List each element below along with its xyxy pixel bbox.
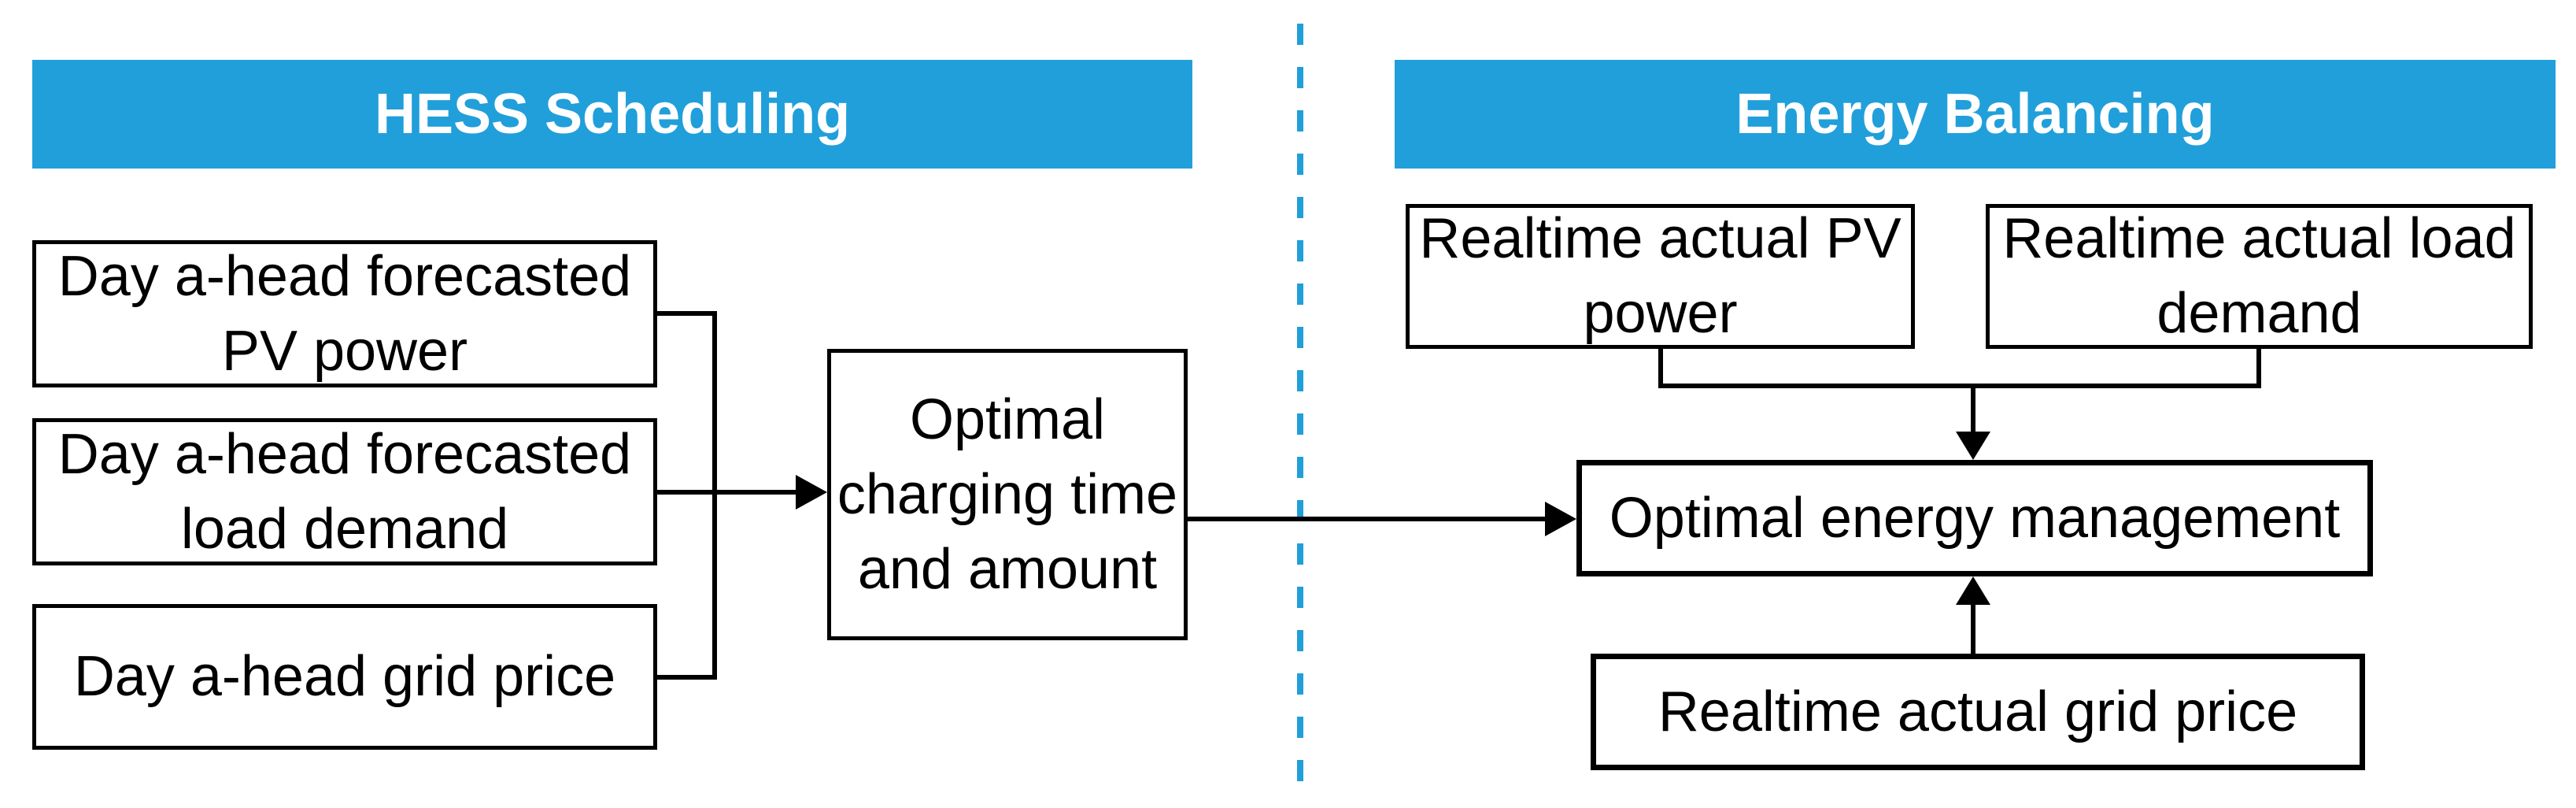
connector-realtime-load-down <box>2256 349 2261 388</box>
hess-scheduling-header: HESS Scheduling <box>32 60 1192 169</box>
box-label-line: load demand <box>180 497 509 561</box>
box-label-line: Optimal energy management <box>1609 486 2341 550</box>
box-label-line: Realtime actual grid price <box>1658 680 2298 743</box>
connector-realtime-pv-down <box>1658 349 1663 388</box>
connector-grid-price-up <box>1971 605 1975 654</box>
box-label-line: demand <box>2157 282 2362 345</box>
box-realtime-actual-grid-price: Realtime actual grid price <box>1591 654 2365 770</box>
box-optimal-charging-time-and-amount: Optimal charging time and amount <box>827 349 1188 640</box>
box-optimal-energy-management: Optimal energy management <box>1576 460 2373 576</box>
box-label-line: Day a-head forecasted <box>57 422 632 486</box>
arrowhead-into-energy-management-left <box>1545 502 1576 536</box>
energy-balancing-header-label: Energy Balancing <box>1735 83 2215 146</box>
energy-balancing-header: Energy Balancing <box>1395 60 2556 169</box>
box-label-line: Day a-head forecasted <box>57 244 632 308</box>
connector-price-to-bus <box>657 675 715 680</box>
arrowhead-into-energy-management-top <box>1956 432 1990 460</box>
arrowhead-into-energy-management-bottom <box>1956 576 1990 605</box>
connector-pv-to-bus <box>657 311 715 316</box>
arrowhead-into-optimal-charging <box>796 475 827 510</box>
box-label-line: power <box>1583 282 1738 345</box>
box-label-line: Realtime actual PV <box>1419 207 1902 270</box>
box-label-line: Optimal <box>909 387 1106 451</box>
box-label-line: charging time <box>837 462 1178 526</box>
connector-bus-vertical <box>712 311 717 680</box>
box-realtime-actual-pv-power: Realtime actual PV power <box>1406 204 1915 349</box>
box-label-line: Realtime actual load <box>2002 207 2516 270</box>
hess-scheduling-header-label: HESS Scheduling <box>374 83 851 146</box>
box-day-ahead-forecasted-pv-power: Day a-head forecasted PV power <box>32 240 657 387</box>
box-day-ahead-forecasted-load-demand: Day a-head forecasted load demand <box>32 418 657 565</box>
connector-join-to-energy-management <box>1971 384 1975 432</box>
box-label-line: and amount <box>857 537 1158 601</box>
box-realtime-actual-load-demand: Realtime actual load demand <box>1986 204 2533 349</box>
box-day-ahead-grid-price: Day a-head grid price <box>32 604 657 750</box>
connector-bus-to-optimal-charging <box>657 490 796 495</box>
box-label-line: Day a-head grid price <box>73 645 616 708</box>
section-divider-dashed-line <box>1297 24 1303 803</box>
connector-charging-to-energy-management <box>1188 517 1545 521</box>
box-label-line: PV power <box>221 319 468 383</box>
connector-realtime-join <box>1658 384 2261 388</box>
